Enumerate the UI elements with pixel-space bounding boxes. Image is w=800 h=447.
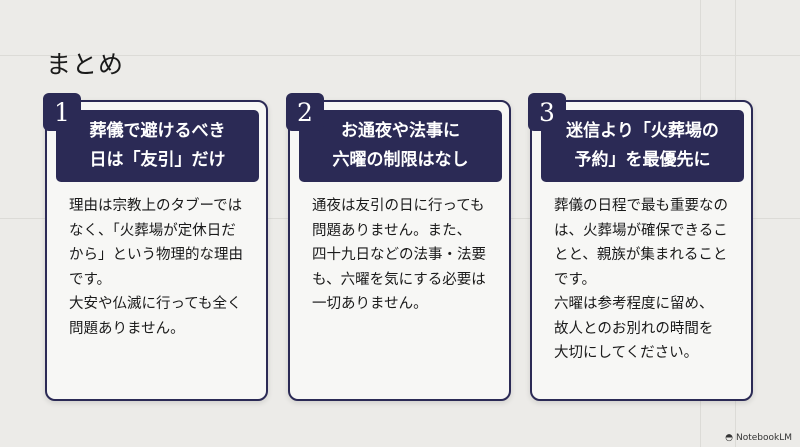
- card-heading-line: 日は「友引」だけ: [89, 150, 226, 170]
- card-body-line: なく、「火葬場が定休日だ: [69, 222, 236, 239]
- card-body-line: です。: [69, 271, 112, 288]
- card-body-line: 一切ありません。: [312, 296, 428, 312]
- card-number-badge: 3: [528, 93, 566, 131]
- card-number-badge: 1: [43, 93, 81, 131]
- card-body-line: 葬儀の日程で最も重要なの: [554, 198, 728, 214]
- card-body: 理由は宗教上のタブーではなく、「火葬場が定休日だから」という物理的な理由です。大…: [69, 194, 254, 341]
- card-body-line: 六曜は参考程度に留め、: [554, 296, 714, 312]
- card-body-line: 理由は宗教上のタブーでは: [69, 198, 243, 214]
- card-body: 通夜は友引の日に行っても問題ありません。また、四十九日などの法事・法要も、六曜を…: [312, 194, 497, 317]
- card-body-line: 大切にしてください。: [554, 345, 699, 361]
- page-title: まとめ: [46, 49, 125, 79]
- notebooklm-watermark: ◓ NotebookLM: [725, 433, 792, 443]
- card-body-line: 大安や仏滅に行っても全く: [69, 296, 242, 312]
- card-heading-line: お通夜や法事に: [341, 121, 460, 141]
- card-number-badge: 2: [286, 93, 324, 131]
- card-body-line: 四十九日などの法事・法要: [312, 247, 486, 263]
- card-body-line: 問題ありません。: [69, 320, 185, 337]
- card-heading: 葬儀で避けるべき日は「友引」だけ: [56, 110, 259, 182]
- card-body-line: は、火葬場が確保できるこ: [554, 222, 728, 239]
- card-body-line: 問題ありません。また、: [312, 222, 472, 239]
- card-body-line: から」という物理的な理由: [69, 247, 243, 263]
- card-body: 葬儀の日程で最も重要なのは、火葬場が確保できることと、親族が集まれることです。六…: [554, 194, 739, 366]
- notebooklm-logo-icon: ◓: [725, 433, 733, 443]
- card-body-line: 通夜は友引の日に行っても: [312, 198, 485, 214]
- card-body-line: 故人とのお別れの時間を: [554, 320, 714, 337]
- background-grid-line: [0, 55, 800, 56]
- card-body-line: とと、親族が集まれること: [554, 247, 728, 263]
- card-heading-line: 迷信より「火葬場の: [566, 121, 719, 141]
- card-heading-line: 予約」を最優先に: [574, 150, 711, 170]
- card-heading-line: 葬儀で避けるべき: [89, 121, 226, 141]
- card-heading: 迷信より「火葬場の予約」を最優先に: [541, 110, 744, 182]
- card-body-line: も、六曜を気にする必要は: [312, 271, 486, 288]
- watermark-text: NotebookLM: [735, 433, 792, 443]
- card-body-line: です。: [554, 271, 597, 288]
- card-heading: お通夜や法事に六曜の制限はなし: [299, 110, 502, 182]
- card-heading-line: 六曜の制限はなし: [332, 150, 469, 170]
